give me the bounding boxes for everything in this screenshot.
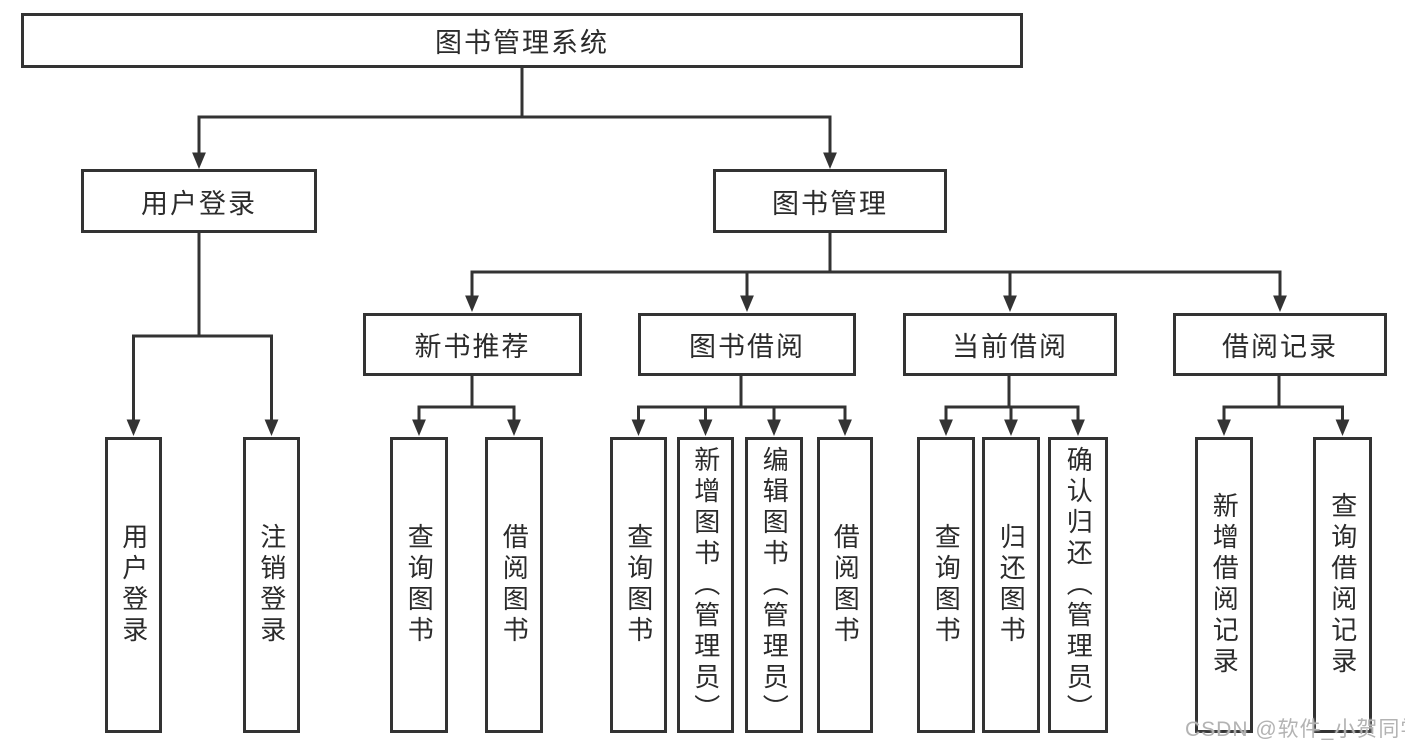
- leaf-query-borrow-record: 查询借阅记录: [1313, 437, 1372, 733]
- leaf-query-books-1: 查询图书: [390, 437, 448, 733]
- leaf-return-books: 归还图书: [982, 437, 1040, 733]
- leaf-label: 查询图书: [404, 523, 435, 647]
- leaf-confirm-return-admin: 确认归还（管理员）: [1048, 437, 1108, 733]
- leaf-label: 查询图书: [931, 523, 962, 647]
- leaf-label: 查询借阅记录: [1327, 492, 1358, 678]
- leaf-user-login: 用户登录: [105, 437, 162, 733]
- node-book-management: 图书管理: [713, 169, 947, 233]
- csdn-watermark: CSDN @软件_小贺同学: [1185, 718, 1405, 741]
- leaf-label: 新增图书（管理员）: [690, 445, 721, 725]
- leaf-label: 新增借阅记录: [1209, 492, 1240, 678]
- node-user-login: 用户登录: [81, 169, 317, 233]
- leaf-label: 归还图书: [996, 523, 1027, 647]
- leaf-borrow-books-1: 借阅图书: [485, 437, 543, 733]
- node-new-book-recommend: 新书推荐: [363, 313, 582, 376]
- node-library-system: 图书管理系统: [21, 13, 1023, 68]
- leaf-label: 确认归还（管理员）: [1063, 445, 1094, 725]
- leaf-add-books-admin: 新增图书（管理员）: [677, 437, 734, 733]
- node-borrow-records: 借阅记录: [1173, 313, 1387, 376]
- leaf-label: 注销登录: [256, 523, 287, 647]
- leaf-add-borrow-record: 新增借阅记录: [1195, 437, 1253, 733]
- leaf-label: 借阅图书: [499, 523, 530, 647]
- leaf-query-books-3: 查询图书: [917, 437, 975, 733]
- node-book-borrow: 图书借阅: [638, 313, 856, 376]
- leaf-query-books-2: 查询图书: [610, 437, 667, 733]
- leaf-edit-books-admin: 编辑图书（管理员）: [745, 437, 803, 733]
- leaf-label: 借阅图书: [830, 523, 861, 647]
- node-current-borrow: 当前借阅: [903, 313, 1117, 376]
- leaf-borrow-books-2: 借阅图书: [817, 437, 873, 733]
- leaf-logout: 注销登录: [243, 437, 300, 733]
- leaf-label: 查询图书: [623, 523, 654, 647]
- leaf-label: 用户登录: [118, 523, 149, 647]
- leaf-label: 编辑图书（管理员）: [759, 445, 790, 725]
